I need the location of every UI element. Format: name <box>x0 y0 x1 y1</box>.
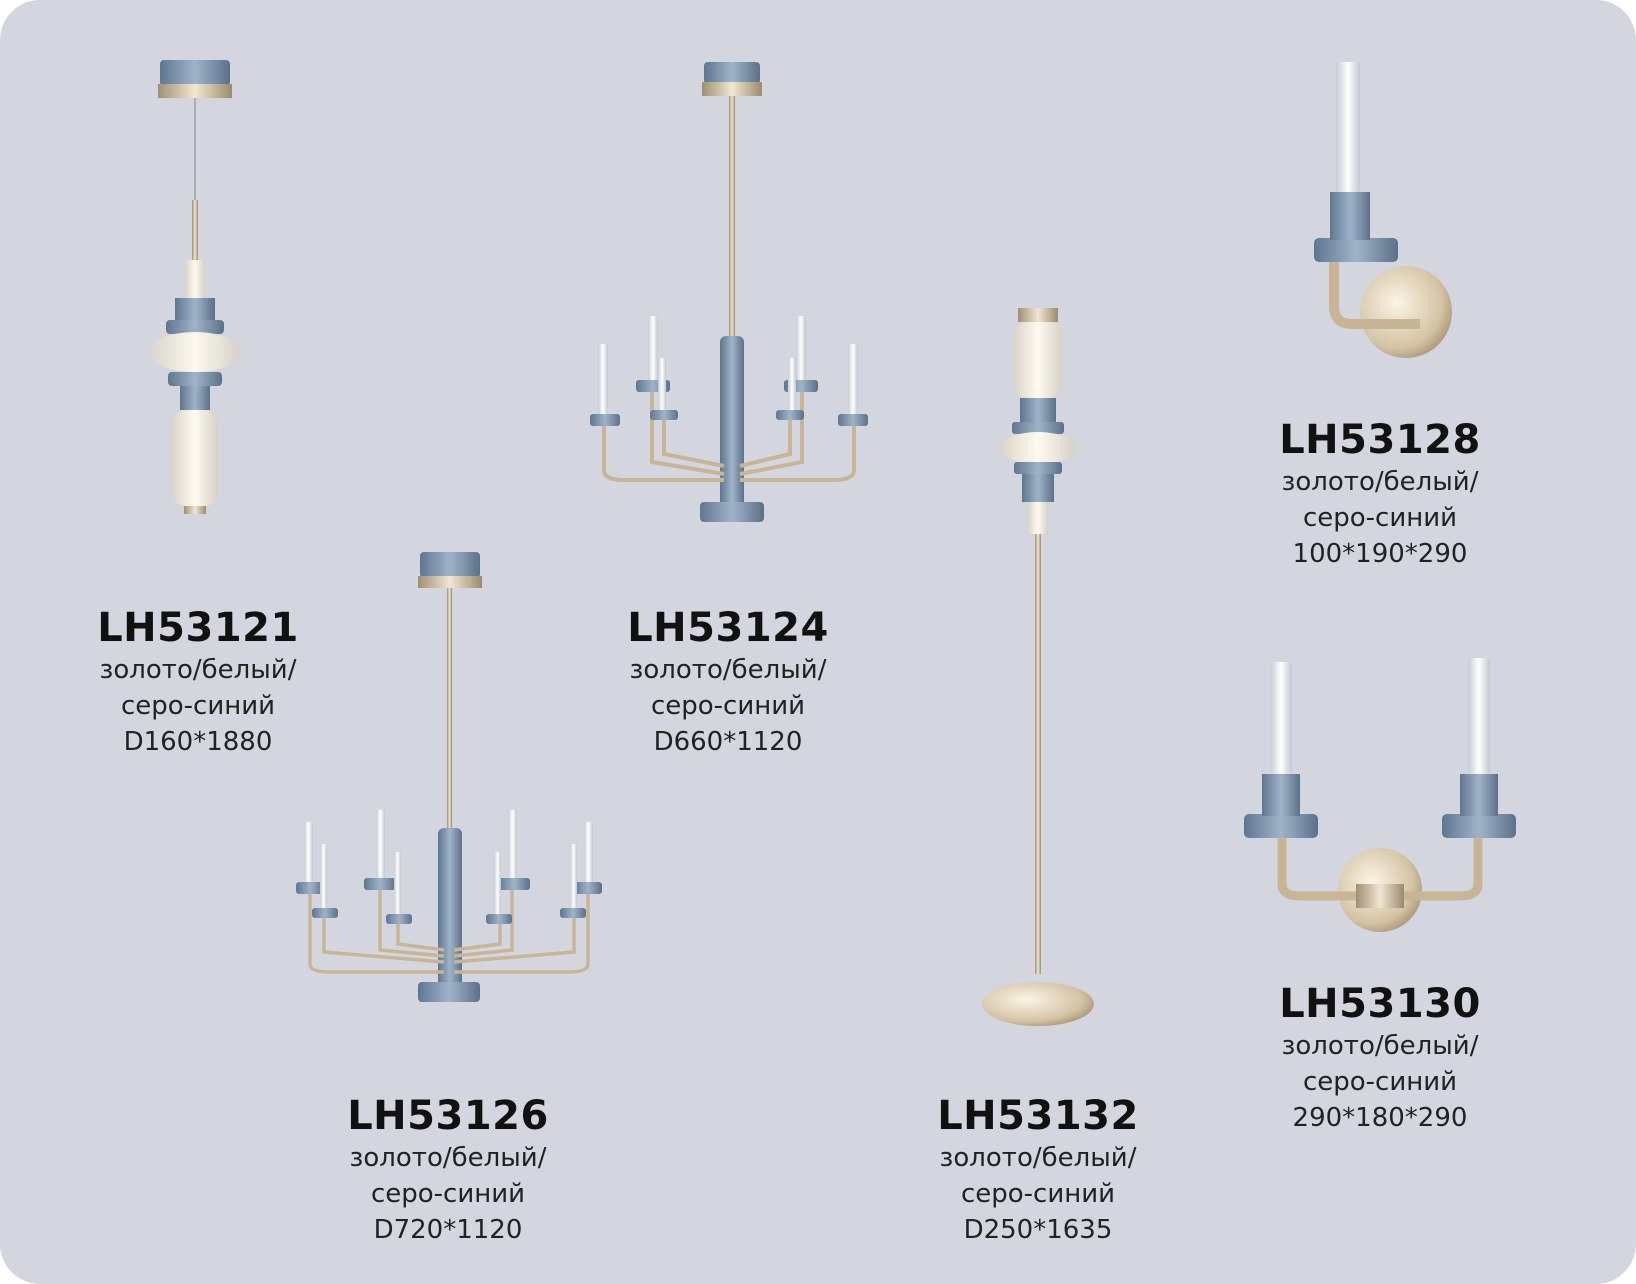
wall-sconce-double-image <box>1244 658 1516 932</box>
product-finish: серо-синий <box>1302 1067 1458 1097</box>
product-finish: золото/белый/ <box>99 655 297 685</box>
product-size: 100*190*290 <box>1292 539 1468 569</box>
product-code: LH53124 <box>627 605 829 651</box>
product-code: LH53126 <box>347 1093 549 1139</box>
product-caption-lh53130: LH53130 золото/белый/ серо-синий 290*180… <box>1200 980 1560 1136</box>
product-finish: золото/белый/ <box>349 1143 547 1173</box>
product-size: 290*180*290 <box>1292 1103 1468 1133</box>
product-finish: серо-синий <box>650 691 806 721</box>
chandelier-ten-arm-image <box>296 552 602 1002</box>
pendant-lamp-image <box>149 60 241 514</box>
product-size: D720*1120 <box>373 1215 523 1245</box>
product-finish: золото/белый/ <box>629 655 827 685</box>
chandelier-six-arm-image <box>590 62 868 522</box>
product-caption-lh53128: LH53128 золото/белый/ серо-синий 100*190… <box>1200 416 1560 572</box>
product-finish: серо-синий <box>120 691 276 721</box>
product-caption-lh53126: LH53126 золото/белый/ серо-синий D720*11… <box>268 1092 628 1248</box>
wall-sconce-single-image <box>1314 62 1452 358</box>
product-finish: золото/белый/ <box>1281 1031 1479 1061</box>
product-code: LH53130 <box>1279 981 1481 1027</box>
product-finish: серо-синий <box>960 1179 1116 1209</box>
product-code: LH53128 <box>1279 417 1481 463</box>
floor-lamp-image <box>982 308 1094 1026</box>
product-finish: серо-синий <box>370 1179 526 1209</box>
product-finish: золото/белый/ <box>939 1143 1137 1173</box>
product-finish: золото/белый/ <box>1281 467 1479 497</box>
product-caption-lh53124: LH53124 золото/белый/ серо-синий D660*11… <box>548 604 908 760</box>
product-finish: серо-синий <box>1302 503 1458 533</box>
product-size: D160*1880 <box>123 727 273 757</box>
product-caption-lh53132: LH53132 золото/белый/ серо-синий D250*16… <box>858 1092 1218 1248</box>
product-code: LH53121 <box>97 605 299 651</box>
product-size: D660*1120 <box>653 727 803 757</box>
product-code: LH53132 <box>937 1093 1139 1139</box>
product-caption-lh53121: LH53121 золото/белый/ серо-синий D160*18… <box>18 604 378 760</box>
product-size: D250*1635 <box>963 1215 1113 1245</box>
